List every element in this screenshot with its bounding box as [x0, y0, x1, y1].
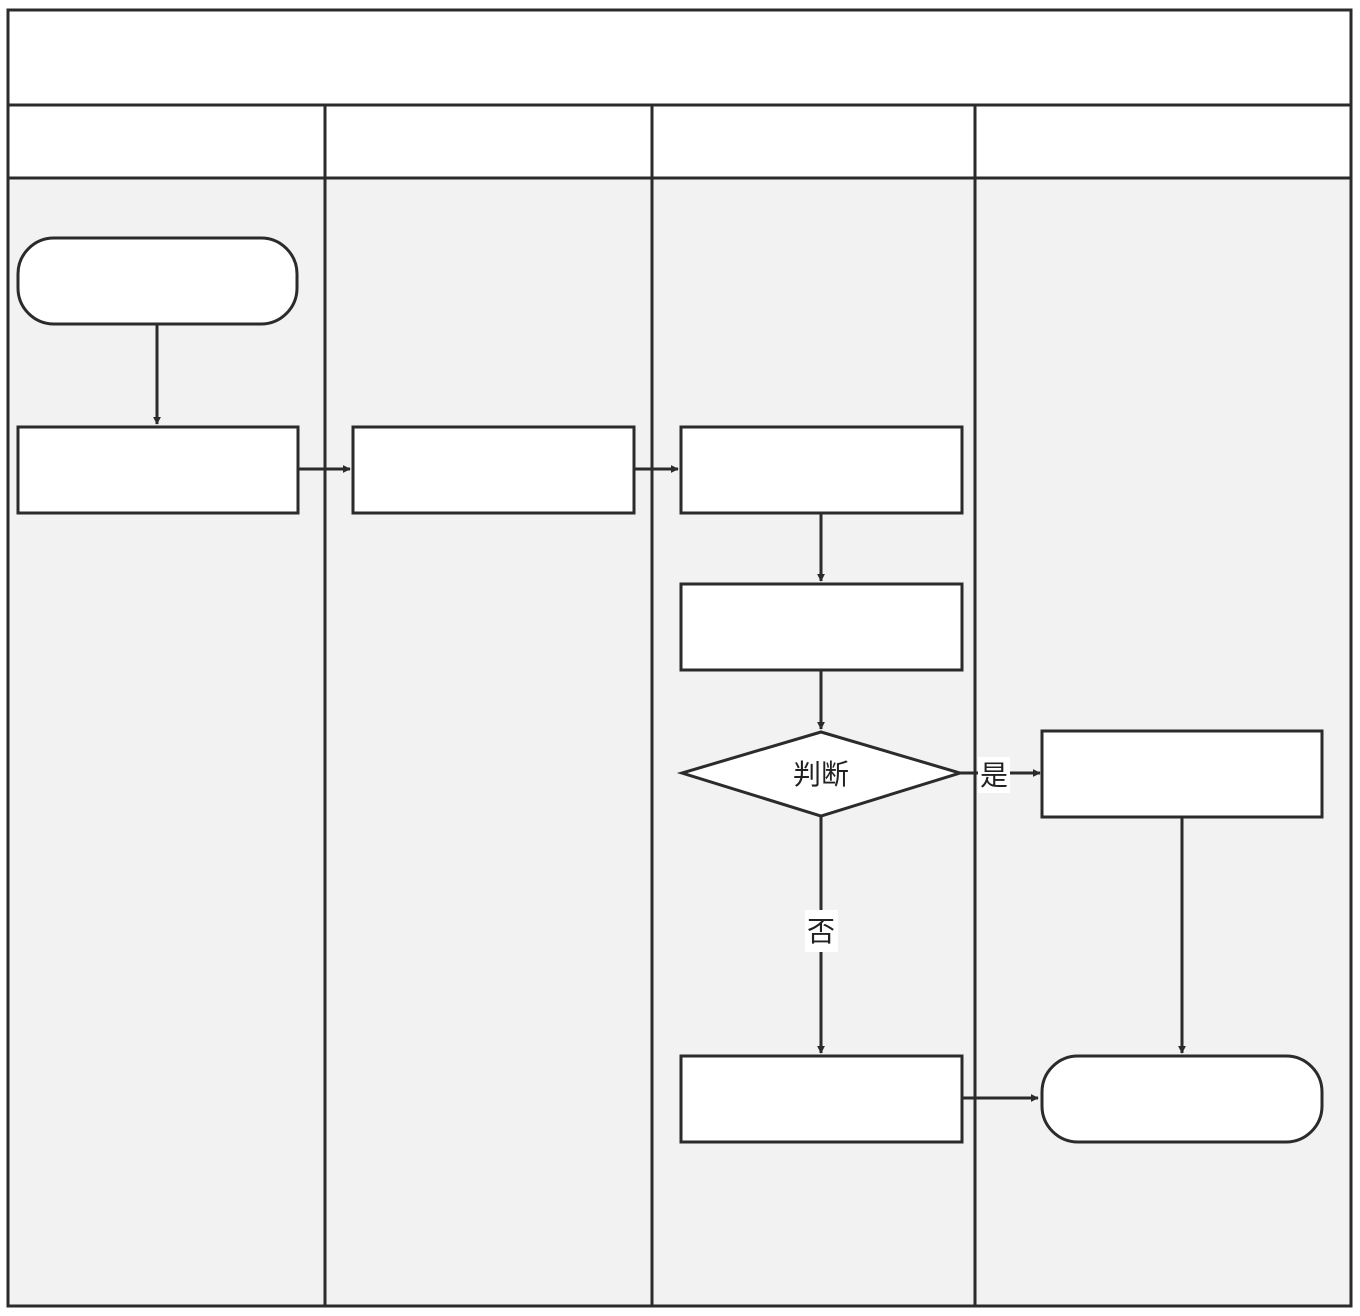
edge-label-yes-text: 是 [980, 759, 1008, 792]
lane-4-header [973, 103, 1353, 180]
title-band [6, 8, 1353, 107]
node-step-2 [351, 425, 636, 515]
edge-label-no: 否 [805, 910, 838, 952]
node-start [16, 236, 299, 326]
process-shape [679, 1054, 964, 1144]
edge-label-yes: 是 [978, 757, 1010, 793]
process-shape [679, 582, 964, 672]
process-shape [16, 425, 300, 515]
node-step-3 [679, 425, 964, 515]
process-shape [679, 425, 964, 515]
process-shape [351, 425, 636, 515]
lane-1-body [6, 176, 327, 1308]
lane-1 [6, 103, 327, 1308]
node-step-yes [1040, 729, 1324, 819]
edge-label-no-text: 否 [807, 915, 835, 948]
decision-diamond [676, 730, 966, 818]
lane-1-header [6, 103, 327, 180]
node-step-4 [679, 582, 964, 672]
lane-3-header [650, 103, 977, 180]
edge-label-no-bg [805, 910, 838, 952]
node-step-1 [16, 425, 300, 515]
node-step-no [679, 1054, 964, 1144]
decision-label: 判断 [793, 758, 849, 791]
node-decision: 判断 [676, 730, 966, 818]
edge-label-yes-bg [978, 757, 1010, 793]
lane-2-header [323, 103, 654, 180]
process-shape [1040, 729, 1324, 819]
terminator-shape [16, 236, 299, 326]
lane-2-body [323, 176, 654, 1308]
lane-2 [323, 103, 654, 1308]
terminator-shape [1040, 1054, 1324, 1144]
node-end [1040, 1054, 1324, 1144]
